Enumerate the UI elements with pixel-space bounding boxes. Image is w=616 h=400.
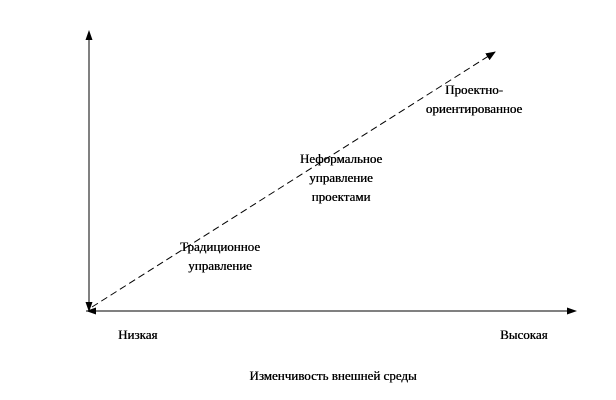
stage-label-line: ориентированное bbox=[425, 101, 523, 116]
vertical-axis bbox=[85, 30, 93, 312]
x-axis-low-label: Низкая bbox=[118, 327, 158, 342]
vertical-axis-arrow-bottom bbox=[85, 302, 93, 312]
stage-label-traditional: Традиционное управление bbox=[160, 237, 280, 275]
stage-label-line: управление bbox=[442, 118, 506, 126]
x-axis-title: Изменчивость внешней среды bbox=[249, 368, 417, 383]
stage-label-line: Неформальное bbox=[299, 151, 383, 166]
horizontal-axis-arrow-right bbox=[567, 307, 577, 315]
stage-label-line: Проектно- bbox=[445, 82, 503, 97]
stage-label-line: управление bbox=[309, 170, 373, 185]
stage-label-informal: Неформальное управление проектами bbox=[276, 149, 406, 206]
stage-label-line: управление bbox=[188, 258, 252, 273]
stage-label-project-oriented: Проектно- ориентированное управление bbox=[400, 80, 548, 126]
trend-arrow bbox=[91, 51, 496, 308]
stage-label-line: Традиционное bbox=[179, 239, 261, 254]
horizontal-axis bbox=[86, 307, 577, 315]
stage-label-line: проектами bbox=[311, 189, 371, 204]
horizontal-axis-arrow-left bbox=[86, 307, 96, 315]
vertical-axis-arrow-top bbox=[85, 30, 93, 40]
x-axis-high-label: Высокая bbox=[500, 327, 548, 342]
